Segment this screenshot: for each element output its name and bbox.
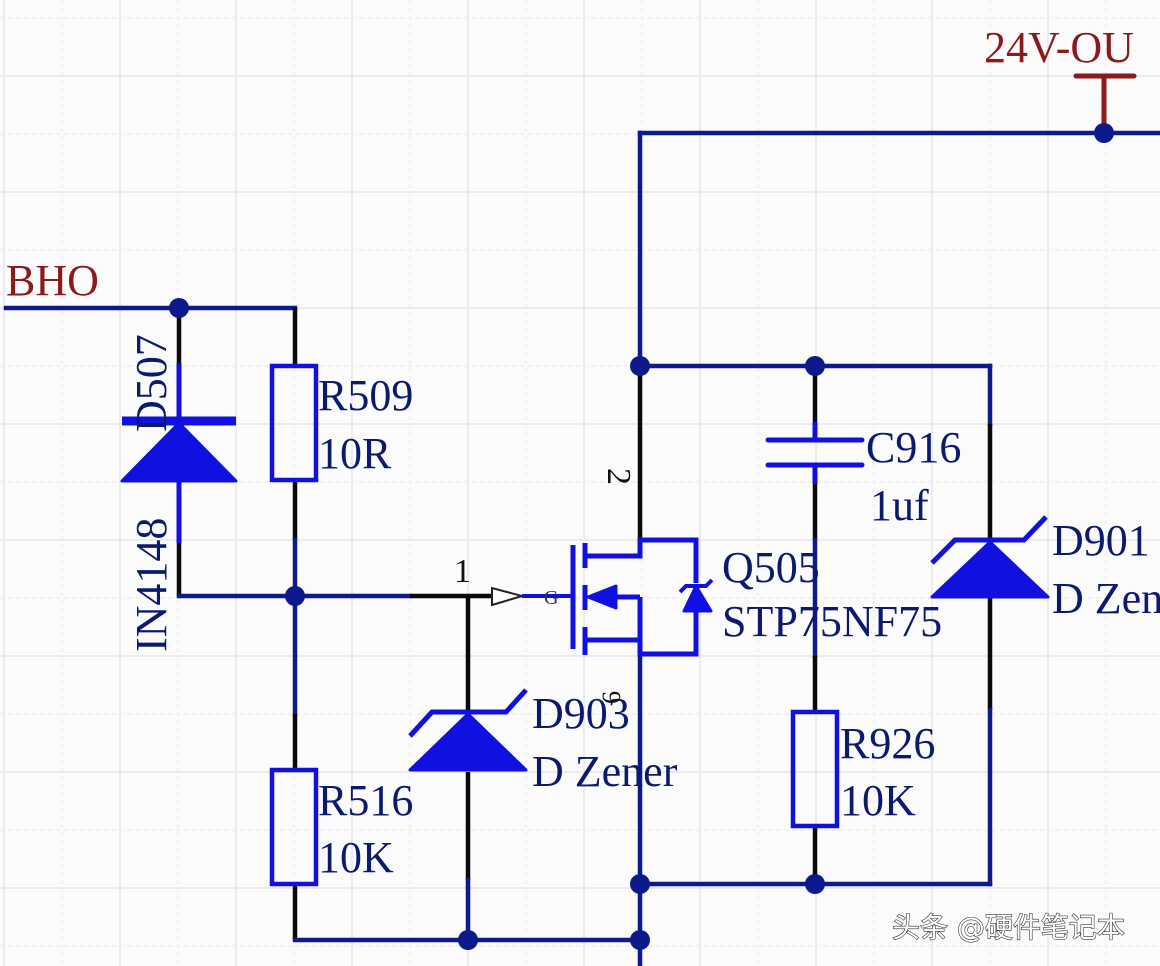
r516-ref: R516 <box>318 776 413 825</box>
d901-value: D Zener <box>1052 574 1160 623</box>
q505-body-diode-bar <box>678 578 714 594</box>
d903-value: D Zener <box>532 747 678 796</box>
zener-d903[interactable]: D903 D Zener 6 <box>408 688 678 796</box>
watermark: 头条 @硬件笔记本 <box>892 911 1125 944</box>
q505-drain-conn <box>585 537 699 583</box>
q505-value: STP75NF75 <box>722 597 942 646</box>
junction-24v <box>1094 123 1114 143</box>
q505-source-conn <box>585 612 699 657</box>
gate-port-arrow-icon <box>491 586 526 607</box>
net-port-24v[interactable]: 24V-OU <box>984 23 1137 133</box>
r926-value: 10K <box>840 776 916 825</box>
d507-ref: D507 <box>127 334 176 432</box>
capacitor-c916[interactable]: C916 1uf <box>765 423 961 530</box>
d901-triangle-icon <box>930 540 1050 599</box>
junction-bho <box>169 298 189 318</box>
d903-triangle-icon <box>408 712 528 772</box>
r509-body <box>269 363 319 483</box>
diode-d507[interactable]: D507 IN4148 <box>120 334 238 652</box>
d903-cathode-bar <box>408 688 528 738</box>
resistor-r509[interactable]: R509 10R <box>269 363 413 483</box>
mosfet-q505[interactable]: G 1 2 Q505 STP75NF75 <box>454 468 942 657</box>
d507-triangle-icon <box>120 421 238 483</box>
r509-value: 10R <box>318 429 392 478</box>
d507-value: IN4148 <box>127 518 176 652</box>
net-label-bho[interactable]: BHO <box>6 256 99 305</box>
wires <box>3 130 1160 966</box>
junction-bottom <box>630 930 650 950</box>
zener-d901[interactable]: D901 D Zener <box>930 515 1160 623</box>
resistor-r516[interactable]: R516 10K <box>269 767 413 887</box>
net-label-24v: 24V-OU <box>984 23 1134 72</box>
r509-ref: R509 <box>318 371 413 420</box>
q505-gate-mark: G <box>544 587 558 609</box>
c916-value: 1uf <box>870 481 929 530</box>
r516-value: 10K <box>318 833 394 882</box>
junction-source <box>630 874 650 894</box>
junction-c916 <box>805 356 825 376</box>
d901-ref: D901 <box>1052 516 1150 565</box>
junction-d903-bot <box>458 930 478 950</box>
q505-body-diode-icon <box>682 584 713 613</box>
d903-overlap-digit: 6 <box>597 691 626 704</box>
r926-body <box>790 709 840 829</box>
junction-gate-node <box>285 586 305 606</box>
q505-body-arrow-icon <box>586 584 618 610</box>
q505-ref: Q505 <box>722 543 820 592</box>
r926-ref: R926 <box>840 719 935 768</box>
q505-pin-drain: 2 <box>600 468 637 485</box>
q505-pin-gate: 1 <box>454 553 471 590</box>
junction-drain <box>630 356 650 376</box>
d903-ref: D903 <box>532 689 630 738</box>
junctions <box>169 123 1114 950</box>
junction-r926 <box>805 874 825 894</box>
r516-body <box>269 767 319 887</box>
resistor-r926[interactable]: R926 10K <box>790 709 935 829</box>
c916-ref: C916 <box>866 423 961 472</box>
d901-cathode-bar <box>930 515 1048 565</box>
